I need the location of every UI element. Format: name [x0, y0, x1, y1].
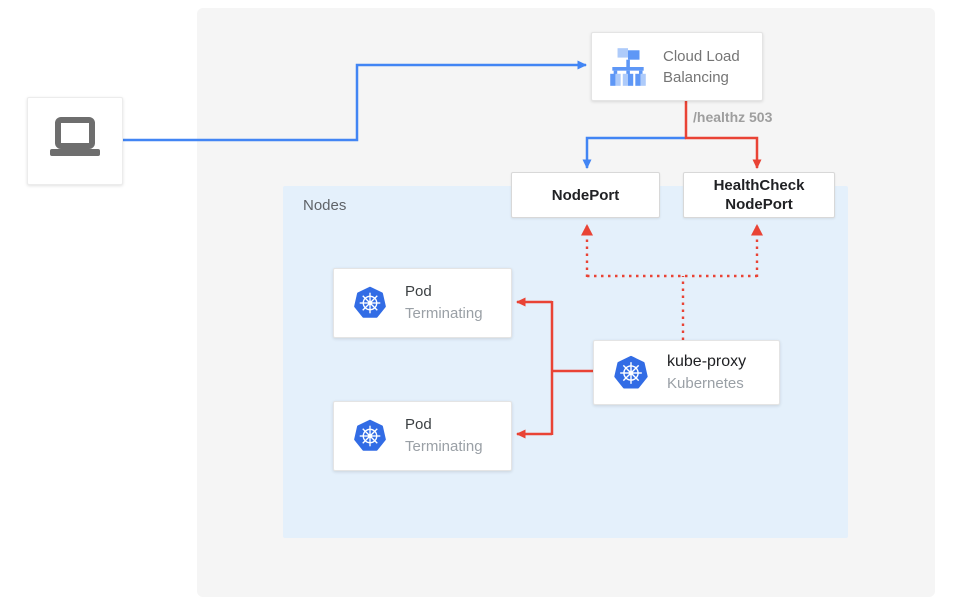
pod-1-title: Pod [405, 283, 432, 300]
edge-clb-to-nodeport [582, 136, 686, 169]
nodes-panel-label: Nodes [303, 197, 347, 214]
nodeport-label: NodePort [551, 186, 620, 204]
client-box [27, 97, 123, 185]
cloud-load-balancing-box: Cloud Load Balancing [591, 32, 763, 101]
kube-proxy-title: kube-proxy [667, 352, 747, 370]
laptop-icon [50, 117, 100, 156]
edge-clb-to-healthcheck-nodeport [684, 101, 762, 169]
pod-2-status: Terminating [405, 438, 483, 455]
kube-proxy-text: kube-proxy Kubernetes [667, 351, 746, 395]
edge-client-to-clb [123, 60, 587, 142]
kubernetes-icon [614, 355, 648, 389]
kube-proxy-box: kube-proxy Kubernetes [593, 340, 780, 405]
healthz-503-label: /healthz 503 [693, 109, 773, 125]
pod-1-status: Terminating [405, 305, 483, 322]
pod-2-text: Pod Terminating [405, 414, 483, 458]
healthcheck-nodeport-box: HealthCheck NodePort [683, 172, 835, 218]
kubernetes-icon [354, 419, 386, 451]
pod-2-title: Pod [405, 416, 432, 433]
pod-1-text: Pod Terminating [405, 281, 483, 325]
cloud-load-balancing-icon [610, 47, 646, 86]
kube-proxy-subtitle: Kubernetes [667, 374, 744, 392]
kubernetes-icon [354, 286, 386, 318]
cloud-load-balancing-label: Cloud Load Balancing [663, 47, 740, 86]
pod-1-box: Pod Terminating [333, 268, 512, 338]
healthcheck-nodeport-label: HealthCheck NodePort [713, 177, 805, 213]
pod-2-box: Pod Terminating [333, 401, 512, 471]
nodeport-box: NodePort [511, 172, 660, 218]
